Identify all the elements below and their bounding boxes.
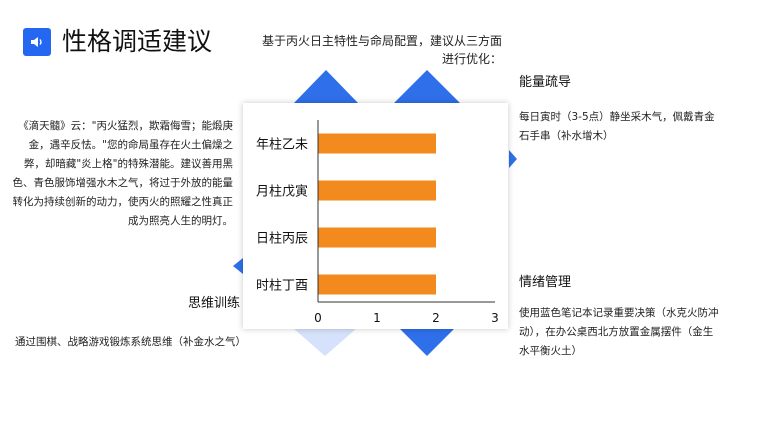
x-tick-label: 0: [314, 311, 322, 325]
bar: [318, 180, 436, 201]
category-label: 年柱乙未: [256, 138, 308, 153]
intro-text: 基于丙火日主特性与命局配置，建议从三方面进行优化：: [261, 34, 502, 66]
speaker-icon: [23, 28, 51, 56]
training-text: 通过围棋、战略游戏锻炼系统思维（补金水之气）: [15, 336, 246, 348]
bar: [318, 274, 436, 295]
training-heading: 思维训练: [188, 296, 241, 311]
category-label: 时柱丁酉: [256, 279, 308, 294]
decorative-triangle-bottom-left: [293, 328, 357, 356]
decorative-arrow-right: [509, 150, 517, 168]
page-title: 性格调适建议: [62, 27, 213, 56]
x-tick-label: 3: [491, 311, 499, 325]
x-tick-label: 1: [373, 311, 381, 325]
decorative-triangle-top-left: [293, 70, 359, 104]
decorative-arrow-left: [233, 258, 243, 274]
energy-text: 每日寅时（3-5点）静坐采木气，佩戴青金石手串（补水增木）: [519, 111, 715, 142]
emotion-text: 使用蓝色笔记本记录重要决策（水克火防冲动），在办公桌西北方放置金属摆件（金生水平…: [519, 307, 719, 357]
category-label: 月柱戊寅: [256, 184, 308, 200]
classical-quote-text: 《滴天髓》云："丙火猛烈，欺霜侮雪；能煅庚金，遇辛反怯。"您的命局虽存在火土偏燥…: [12, 120, 234, 227]
decorative-triangle-top-right: [393, 70, 461, 104]
x-tick-label: 2: [432, 311, 440, 325]
bar: [318, 133, 436, 154]
bar: [318, 227, 436, 248]
emotion-heading: 情绪管理: [519, 275, 572, 290]
category-label: 日柱丙辰: [256, 232, 308, 247]
decorative-triangle-bottom-right: [399, 328, 455, 356]
energy-heading: 能量疏导: [519, 75, 572, 90]
chart-panel: 年柱乙未月柱戊寅日柱丙辰时柱丁酉 0 1 2 3: [243, 103, 508, 329]
